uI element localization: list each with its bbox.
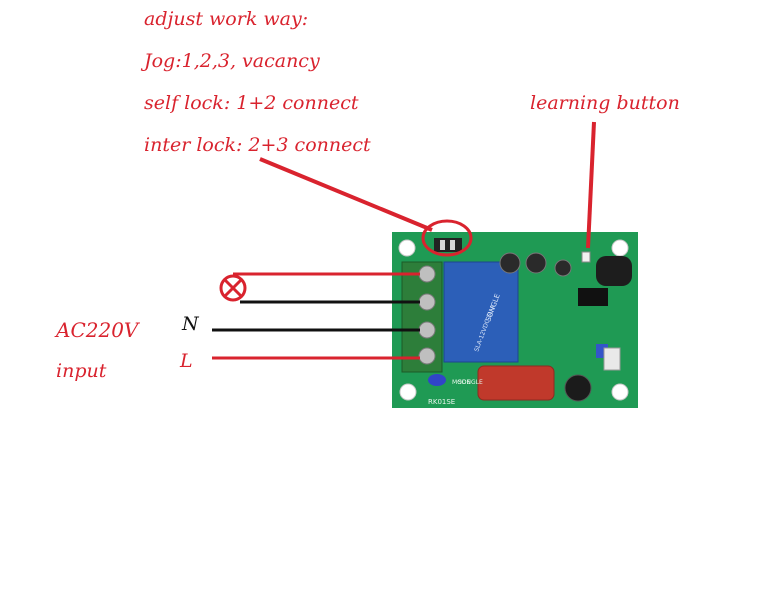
- live-label: L: [180, 350, 193, 372]
- jumper-highlight-circle: [421, 219, 473, 257]
- ic-chip: [578, 288, 608, 306]
- mount-hole: [611, 239, 629, 257]
- wires: [212, 272, 420, 360]
- terminal-screw: [418, 265, 436, 283]
- capacitor: [499, 252, 521, 274]
- inter-lock-text: inter lock: 2+3 connect: [144, 134, 371, 156]
- mount-hole: [399, 383, 417, 401]
- work-way-heading: adjust work way:: [144, 8, 309, 30]
- terminal-screw: [418, 321, 436, 339]
- inductor: [564, 374, 592, 402]
- terminal-screw: [418, 293, 436, 311]
- jog-mode-text: Jog:1,2,3, vacancy: [144, 50, 320, 72]
- voltage-label: AC220V: [56, 318, 139, 342]
- learning-button-label: learning button: [530, 92, 680, 114]
- terminal-screw: [418, 347, 436, 365]
- learning-pointer-line: [586, 121, 596, 249]
- self-lock-text: self lock: 1+2 connect: [144, 92, 359, 114]
- jumper-header: [434, 238, 462, 252]
- capacitor: [525, 252, 547, 274]
- disc-capacitor: [428, 374, 446, 386]
- rf-module: [596, 256, 632, 286]
- jumper-pointer-line: [259, 157, 433, 232]
- capacitor: [554, 259, 572, 277]
- receiver-board: SONGLE SLA-12VDC-SL-A SONGLE MODE RK01SE: [392, 232, 638, 408]
- relay: [443, 261, 519, 363]
- mount-hole: [611, 383, 629, 401]
- learning-switch: [581, 251, 591, 263]
- annotation-lines: [259, 121, 596, 257]
- neutral-label: N: [182, 313, 199, 335]
- mount-hole: [398, 239, 416, 257]
- x-capacitor: [477, 365, 555, 401]
- crystal: [603, 347, 621, 371]
- mode-silk: MODE: [452, 379, 471, 386]
- input-label: input: [56, 360, 107, 382]
- model-silk: SONGLE: [458, 379, 483, 386]
- board-code: RK01SE: [428, 398, 455, 406]
